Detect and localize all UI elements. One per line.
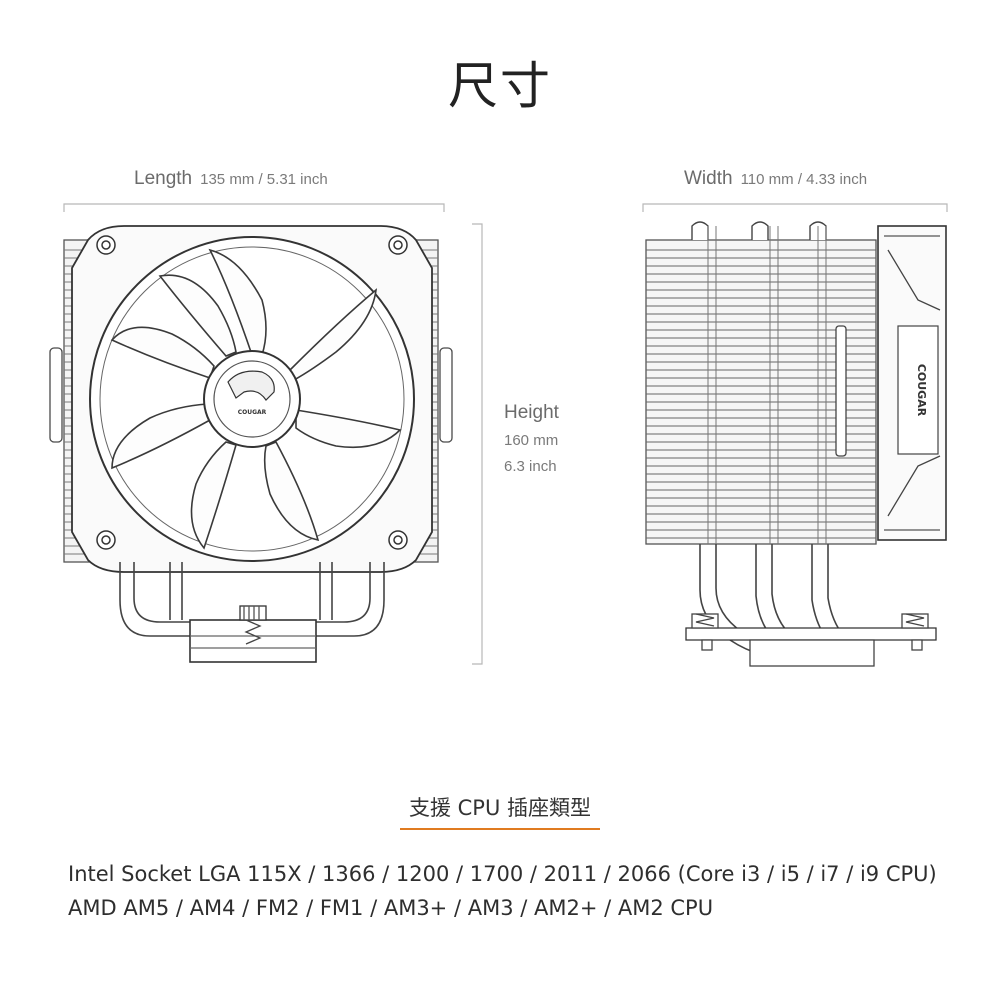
side-fan-logo-text: COUGAR bbox=[915, 364, 928, 417]
length-label: Length 135 mm / 5.31 inch bbox=[134, 168, 328, 190]
width-dimension-line bbox=[642, 203, 948, 212]
height-value-inch: 6.3 inch bbox=[504, 458, 557, 475]
side-springs bbox=[691, 613, 929, 651]
intel-compatibility-text: Intel Socket LGA 115X / 1366 / 1200 / 17… bbox=[68, 862, 937, 886]
height-name: Height bbox=[504, 402, 559, 423]
amd-compatibility-text: AMD AM5 / AM4 / FM2 / FM1 / AM3+ / AM3 /… bbox=[68, 896, 714, 920]
heatpipe-caps bbox=[691, 221, 827, 240]
cougar-logo-icon bbox=[227, 370, 275, 401]
side-clip bbox=[835, 325, 847, 457]
height-dimension-line bbox=[472, 223, 483, 665]
page-title: 尺寸 bbox=[448, 57, 552, 115]
socket-support-heading: 支援 CPU 插座類型 bbox=[400, 792, 600, 830]
length-dimension-line bbox=[63, 203, 445, 212]
side-pipe-lines bbox=[707, 226, 827, 544]
side-view: COUGAR bbox=[645, 221, 947, 667]
hub-logo-text: COUGAR bbox=[238, 409, 267, 416]
side-fins bbox=[646, 249, 876, 539]
height-value-mm: 160 mm bbox=[504, 432, 559, 449]
length-value: 135 mm / 5.31 inch bbox=[200, 171, 328, 188]
length-name: Length bbox=[134, 168, 193, 189]
front-view: COUGAR bbox=[49, 225, 453, 663]
front-heatpipes bbox=[119, 562, 385, 637]
fan-screws bbox=[96, 235, 408, 550]
width-name: Width bbox=[684, 168, 733, 189]
width-label: Width 110 mm / 4.33 inch bbox=[684, 168, 867, 190]
dimension-lines bbox=[63, 203, 948, 665]
height-label: Height 160 mm 6.3 inch bbox=[504, 400, 559, 480]
fan-blades bbox=[110, 248, 402, 550]
width-value: 110 mm / 4.33 inch bbox=[740, 171, 868, 188]
